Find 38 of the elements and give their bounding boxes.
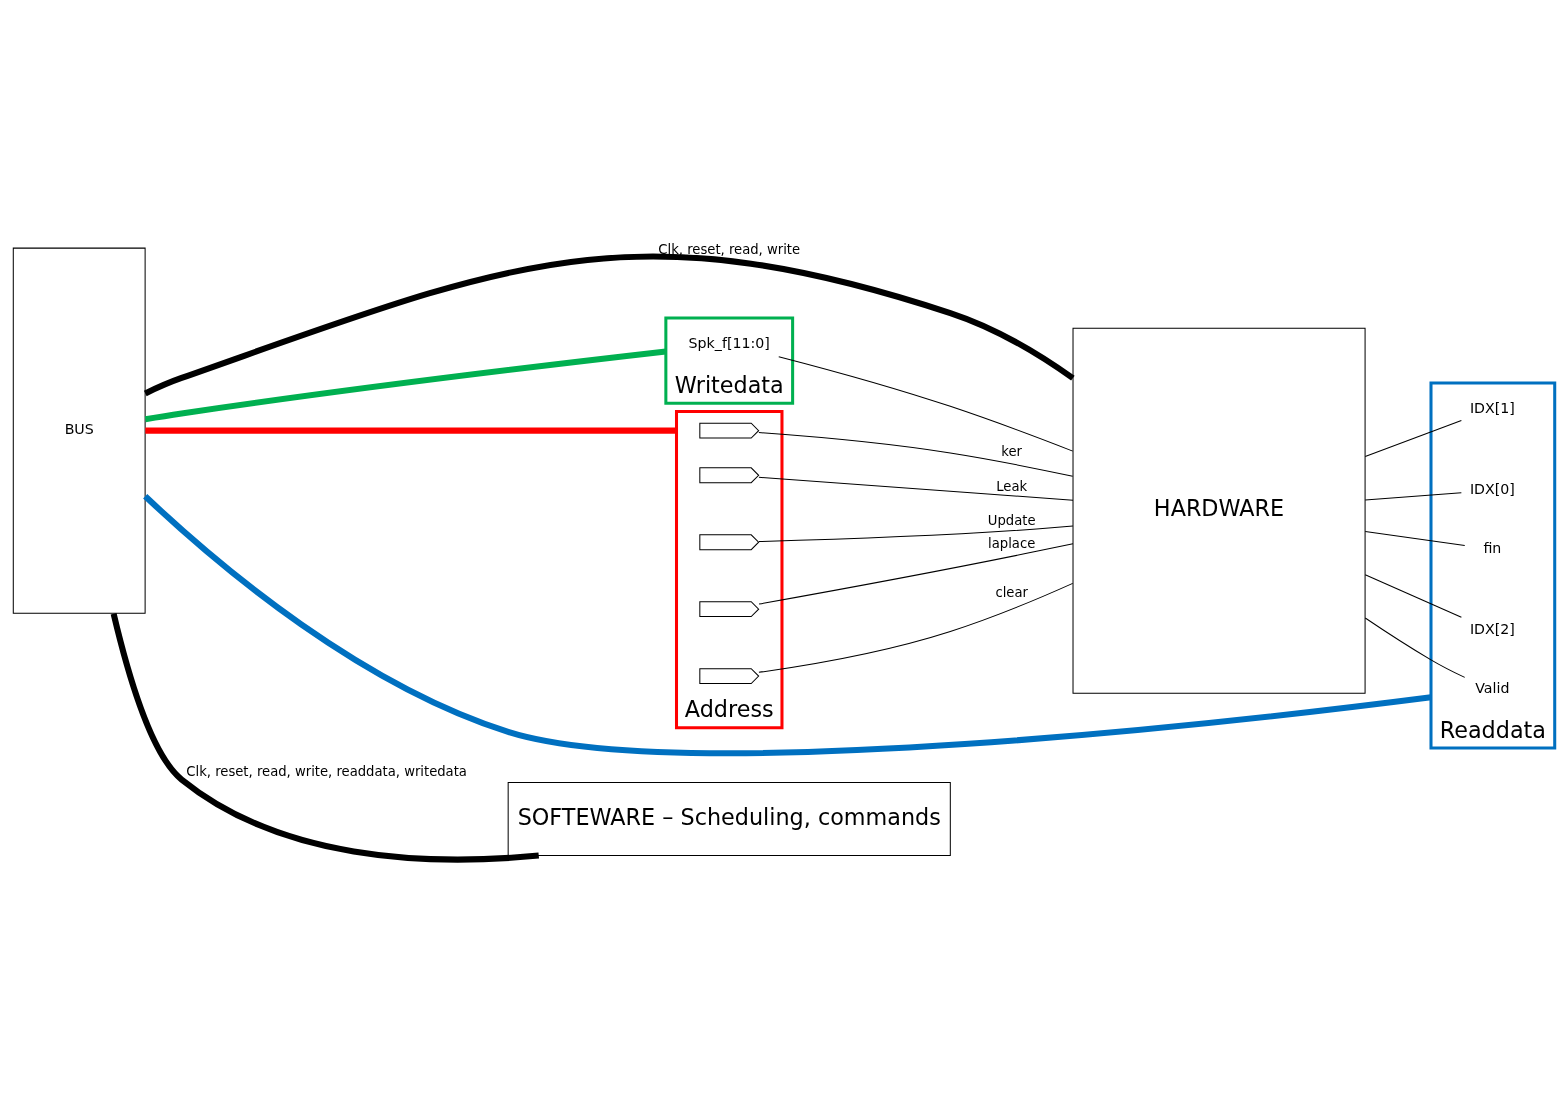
edge-label: Update [987,513,1036,529]
connector [144,348,667,423]
connector [1364,574,1462,618]
connector [143,253,1075,397]
node-pentagon [699,467,760,484]
node-pentagon [699,534,760,551]
edge-label: ker [1001,444,1023,460]
node-text: Spk_f[11:0] [688,335,770,352]
edge-label: laplace [988,535,1036,551]
node-pentagon [699,668,760,684]
connector [758,582,1074,673]
connector [1364,530,1466,547]
connector [778,356,1074,452]
cluster: Address [675,409,784,730]
node-text: IDX[1] [1469,400,1515,417]
node-pentagon [699,422,760,439]
connector [1364,420,1462,457]
connector [758,432,1074,477]
connector [110,612,539,863]
node-text: IDX[2] [1469,621,1515,638]
connector [143,494,1432,756]
connector [1364,617,1466,678]
node-box: SOFTEWARE – Scheduling, commands [507,782,951,857]
node-text: IDX[0] [1469,481,1515,498]
connector [1364,492,1462,501]
node-text: fin [1483,540,1502,557]
edge-label: clear [995,585,1028,601]
node-box: BUS [12,247,146,614]
connector [145,427,677,434]
connector [758,525,1074,543]
node-box: HARDWARE [1072,327,1366,694]
connector [758,543,1074,605]
edge-label: Clk, reset, read, write [658,241,801,257]
connector [758,476,1074,501]
node-pentagon [699,601,760,618]
node-text: Valid [1475,680,1510,697]
edge-label: Leak [996,478,1028,494]
edge-label: Clk, reset, read, write, readdata, writedata [186,763,467,779]
